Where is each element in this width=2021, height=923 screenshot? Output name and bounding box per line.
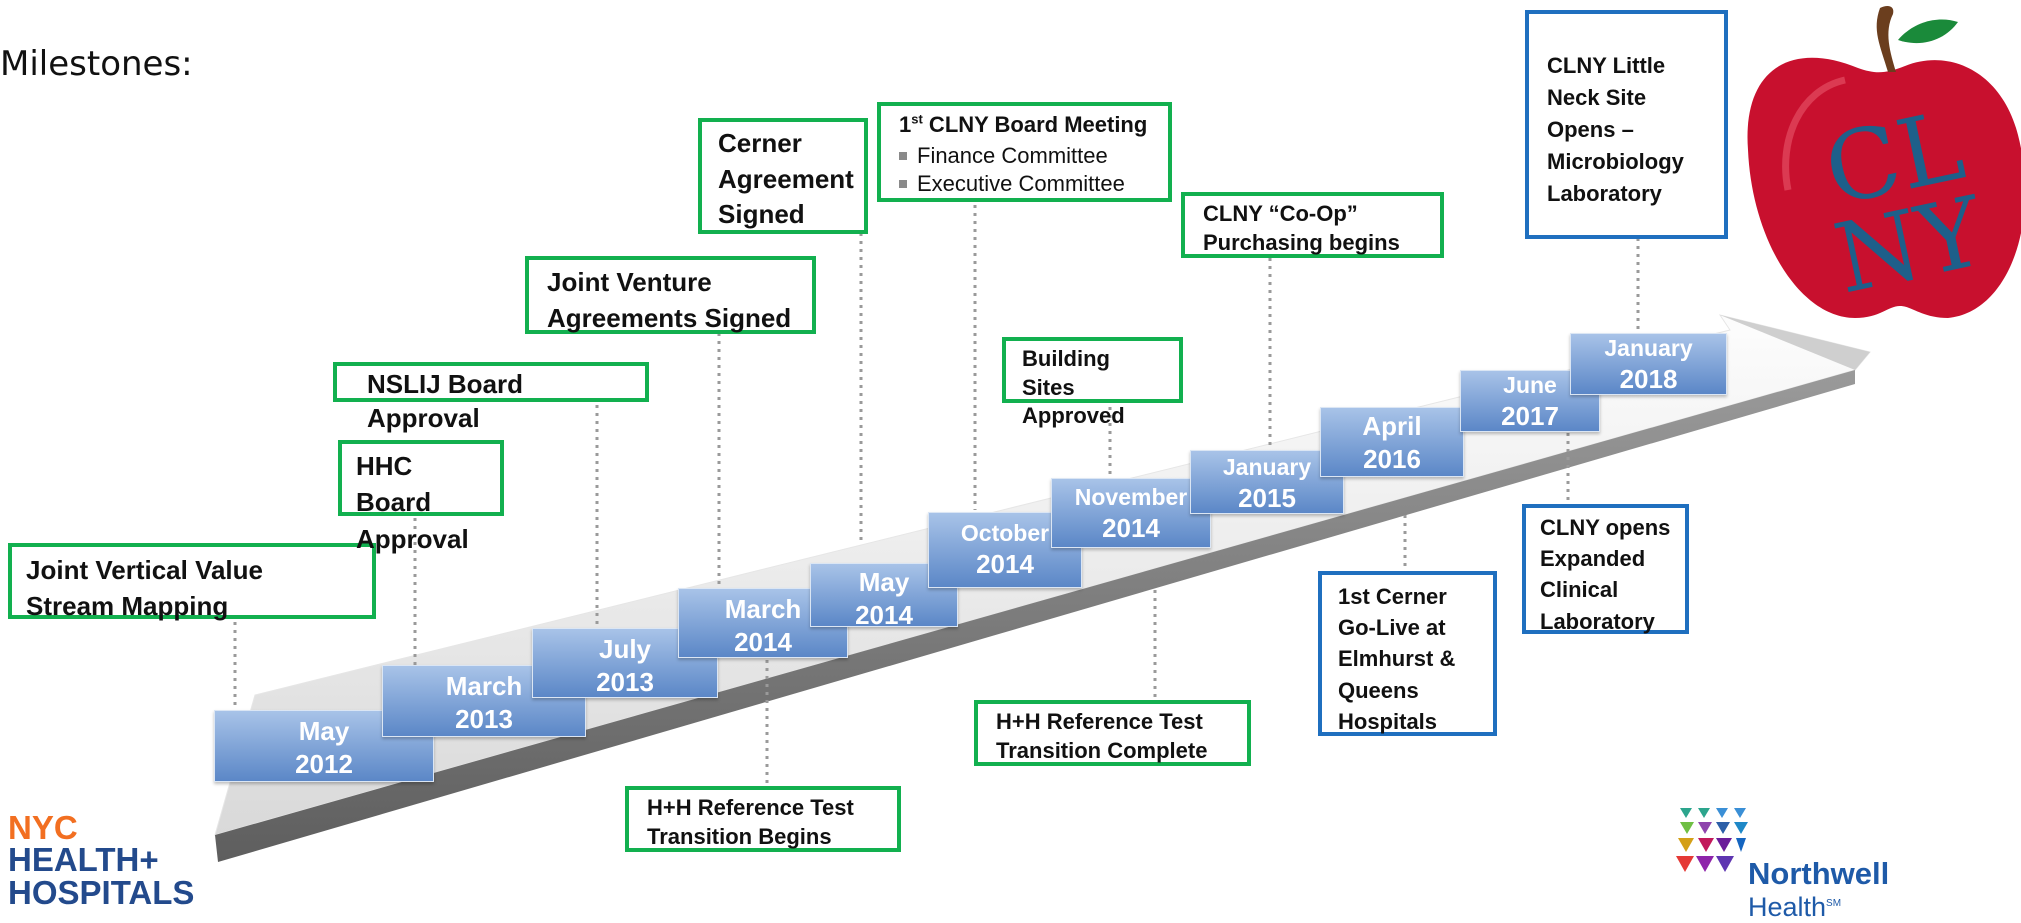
milestone-box: CLNY Little Neck Site Opens – Microbiolo…	[1525, 10, 1728, 239]
milestone-box: H+H Reference Test Transition Complete	[974, 700, 1251, 766]
milestone-box: Building Sites Approved	[1002, 337, 1183, 428]
date-year: 2016	[1363, 443, 1421, 474]
milestone-label: CLNY “Co-Op” Purchasing begins	[1203, 201, 1400, 255]
date-year: 2014	[734, 626, 792, 657]
milestone-label: H+H Reference Test Transition Complete	[996, 709, 1208, 763]
milestone-box: Joint Venture Agreements Signed	[525, 256, 816, 334]
date-month: October	[960, 520, 1050, 546]
date-year: 2015	[1238, 482, 1296, 513]
date-month: July	[598, 634, 652, 664]
northwell-icon	[1676, 808, 1748, 872]
milestone-bullets: Finance Committee Executive Committee	[899, 142, 1150, 199]
milestone-box: CLNY “Co-Op” Purchasing begins	[1181, 192, 1444, 258]
clny-apple-logo: CL NY	[1747, 6, 2021, 318]
date-month: May	[298, 716, 350, 746]
date-month: June	[1503, 372, 1557, 398]
date-year: 2014	[1102, 512, 1160, 543]
milestone-box: Joint Vertical Value Stream Mapping	[8, 543, 376, 622]
date-year: 2014	[855, 599, 913, 630]
date-year: 2013	[455, 703, 513, 734]
milestone-box: Cerner Agreement Signed	[698, 118, 868, 234]
date-year: 2012	[295, 748, 353, 779]
apple-shape	[1747, 57, 2021, 318]
date-month: January	[1604, 335, 1693, 361]
date-year: 2014	[976, 548, 1034, 579]
date-month: March	[445, 671, 523, 701]
logo-line: HEALTH+	[8, 841, 159, 879]
milestone-label: Cerner Agreement Signed	[718, 128, 854, 230]
milestone-label: HHC Board Approval	[356, 451, 469, 554]
date-month: April	[1362, 411, 1422, 441]
milestone-label: Joint Venture Agreements Signed	[547, 267, 792, 334]
milestone-label: CLNY Little Neck Site Opens – Microbiolo…	[1547, 53, 1684, 206]
logo-line: HealthSM	[1748, 892, 1842, 922]
milestone-label: H+H Reference Test Transition Begins	[647, 795, 854, 849]
bullet-item: Executive Committee	[899, 170, 1150, 199]
logo-line: Northwell	[1748, 856, 1890, 891]
page-title: Milestones:	[0, 44, 193, 84]
date-year: 2017	[1501, 400, 1559, 431]
milestone-box: 1st Cerner Go-Live at Elmhurst & Queens …	[1318, 571, 1497, 736]
milestone-box: HHC Board Approval	[338, 440, 504, 554]
milestone-box: 1st CLNY Board Meeting Finance Committee…	[877, 102, 1172, 202]
apple-leaf	[1898, 19, 1958, 44]
date-month: January	[1222, 454, 1312, 480]
connector-lines	[233, 205, 1640, 785]
milestone-label: 1st Cerner Go-Live at Elmhurst & Queens …	[1338, 584, 1456, 734]
milestone-label: NSLIJ Board Approval	[367, 369, 524, 433]
milestone-label: CLNY opens Expanded Clinical Laboratory	[1540, 515, 1671, 634]
date-year: 2013	[596, 666, 654, 697]
bullet-item: Finance Committee	[899, 142, 1150, 171]
apple-stem	[1876, 6, 1896, 72]
milestone-label: Building Sites Approved	[1022, 346, 1125, 429]
milestone-title: 1st CLNY Board Meeting	[899, 111, 1148, 137]
milestone-label: Joint Vertical Value Stream Mapping	[26, 555, 263, 622]
nyc-health-hospitals-logo: NYC HEALTH+ HOSPITALS	[8, 809, 195, 911]
milestone-box: CLNY opens Expanded Clinical Laboratory	[1522, 504, 1689, 634]
date-month: November	[1074, 484, 1188, 510]
logo-line: HOSPITALS	[8, 873, 195, 911]
milestone-box: NSLIJ Board Approval	[333, 362, 649, 433]
clny-letters-top: CL	[1816, 89, 1973, 227]
logo-line: NYC	[8, 809, 78, 846]
date-month: May	[858, 567, 910, 597]
date-year: 2018	[1619, 363, 1678, 394]
milestone-box: H+H Reference Test Transition Begins	[625, 786, 901, 852]
date-month: March	[724, 594, 802, 624]
